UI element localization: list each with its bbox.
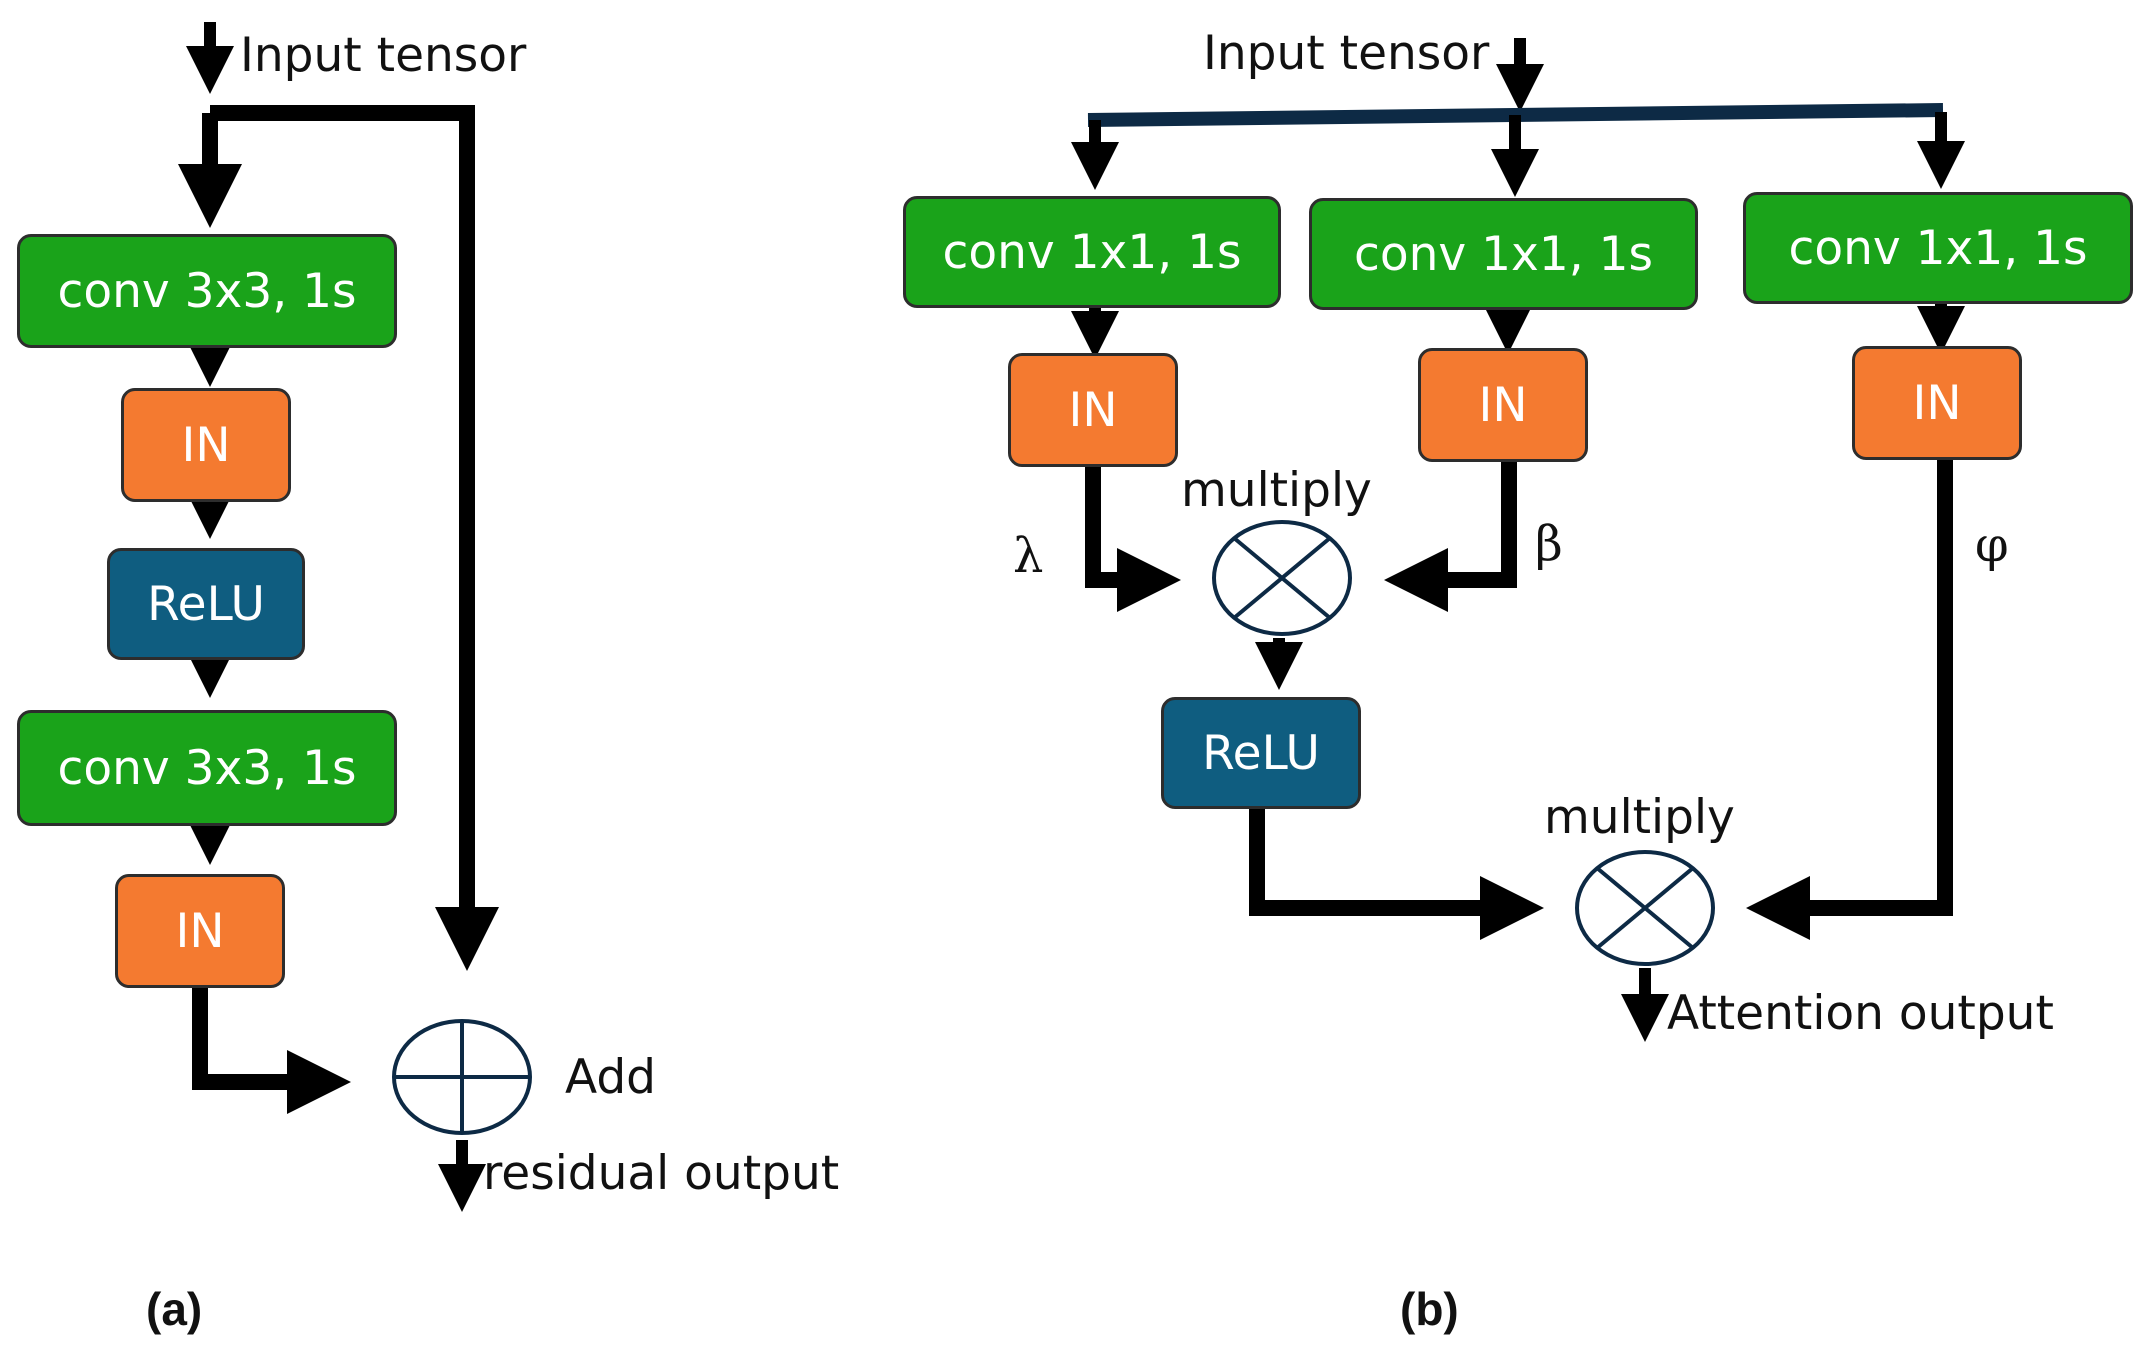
phi-label: φ (1975, 517, 2009, 573)
panel-a-relu-box: ReLU (107, 548, 305, 660)
panel-b-conv-left-box: conv 1x1, 1s (903, 196, 1281, 308)
arrow-in2-to-add (192, 988, 351, 1114)
add-label: Add (565, 1050, 656, 1105)
panel-b-conv-mid-box: conv 1x1, 1s (1309, 198, 1698, 310)
panel-a-input-label: Input tensor (240, 28, 527, 83)
panel-b-conv-right-box: conv 1x1, 1s (1743, 192, 2133, 304)
panel-b-input-label: Input tensor (1203, 26, 1490, 81)
panel-b-in-left-box: IN (1008, 353, 1178, 467)
multiply-bottom-label: multiply (1544, 790, 1735, 845)
residual-output-label: residual output (483, 1146, 840, 1201)
beta-path (1384, 462, 1517, 612)
panel-a-conv2-box: conv 3x3, 1s (17, 710, 397, 826)
panel-b-in-right-box: IN (1852, 346, 2022, 460)
panel-a-conv1-box: conv 3x3, 1s (17, 234, 397, 348)
multiply-node-bottom (1575, 850, 1715, 966)
panel-b-caption: (b) (1400, 1283, 1459, 1335)
multiply-top-label: multiply (1181, 463, 1372, 518)
lambda-path (1085, 466, 1181, 612)
panel-b-in-mid-box: IN (1418, 348, 1588, 462)
beta-label: β (1535, 516, 1563, 572)
skip-connection-path (210, 105, 499, 971)
panel-b-connectors (1071, 38, 1965, 1042)
lambda-label: λ (1013, 528, 1044, 584)
panel-b-relu-box: ReLU (1161, 697, 1361, 809)
panel-a-in2-box: IN (115, 874, 285, 988)
relu-to-multiply-path (1249, 808, 1544, 940)
panel-a-in1-box: IN (121, 388, 291, 502)
multiply-node-top (1212, 520, 1352, 636)
phi-path (1746, 460, 1953, 940)
attention-output-label: Attention output (1667, 986, 2054, 1041)
panel-a-caption: (a) (146, 1283, 203, 1335)
panel-a-connectors (178, 22, 499, 1212)
add-node (392, 1019, 532, 1135)
